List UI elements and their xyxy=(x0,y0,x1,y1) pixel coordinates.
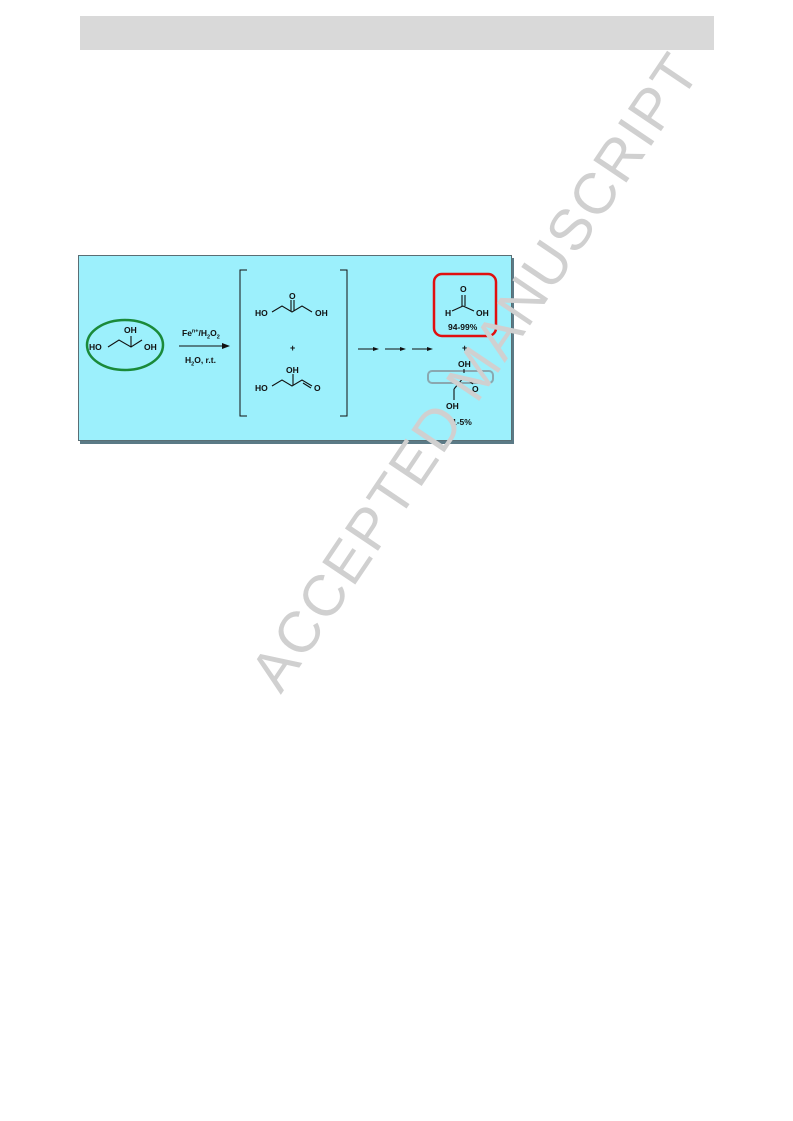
glyceraldehyde-oh: OH xyxy=(286,365,299,375)
reagent-arrow: Fen+/H2O2 H2O, r.t. xyxy=(179,328,230,368)
reagent-arrow-head xyxy=(222,343,230,349)
glycol-oh-top: OH xyxy=(458,359,471,369)
reagent-catalyst: Fen+/H2O2 xyxy=(182,328,220,341)
reaction-scheme-svg: HO OH OH Fen+/H2O2 H2O, r.t. O HO OH + xyxy=(85,269,498,427)
reagent-conditions: H2O, r.t. xyxy=(185,355,216,368)
formic-h: H xyxy=(445,308,451,318)
product-plus: + xyxy=(462,343,467,353)
formic-o: O xyxy=(460,284,467,294)
reaction-scheme: HO OH OH Fen+/H2O2 H2O, r.t. O HO OH + xyxy=(78,255,512,441)
multistep-arrows xyxy=(358,347,433,351)
glycerol-skeleton xyxy=(107,339,143,348)
glycerol-ho-left: HO xyxy=(89,342,102,352)
intermediate-glyceraldehyde: OH HO O xyxy=(255,365,321,393)
bracket-right xyxy=(340,269,348,417)
intermediate-plus: + xyxy=(290,343,295,353)
header-bar xyxy=(80,16,714,50)
dha-ho: HO xyxy=(255,308,268,318)
glycol-yield: 1-5% xyxy=(452,417,472,427)
glycol-chain-bond xyxy=(453,376,465,390)
glyceraldehyde-carbonyl xyxy=(302,382,312,389)
minor-bond-highlight-box xyxy=(427,370,494,384)
formic-yield: 94-99% xyxy=(448,322,478,332)
step-arrow-2-head xyxy=(400,347,406,351)
reactant-highlight-ellipse xyxy=(85,318,165,372)
formic-h-bond xyxy=(451,305,464,312)
bracket-left xyxy=(239,269,247,417)
glycol-o: O xyxy=(472,384,479,394)
product-formic-acid: O H OH 94-99% xyxy=(432,272,498,338)
glycol-oh-bottom: OH xyxy=(446,401,459,411)
formic-oh-bond xyxy=(462,305,475,312)
glyceraldehyde-ho: HO xyxy=(255,383,268,393)
formic-oh: OH xyxy=(476,308,489,318)
glyceraldehyde-skeleton xyxy=(271,379,313,387)
glycerol-oh-right: OH xyxy=(144,342,157,352)
glycol-carbonyl xyxy=(463,376,474,385)
step-arrow-3-head xyxy=(427,347,433,351)
reactant-glycerol: HO OH OH xyxy=(85,318,165,372)
dha-o: O xyxy=(289,291,296,301)
dha-skeleton xyxy=(271,305,313,313)
intermediate-dihydroxyacetone: O HO OH xyxy=(255,291,328,318)
step-arrow-1-head xyxy=(373,347,379,351)
glyceraldehyde-o: O xyxy=(314,383,321,393)
major-product-highlight-box xyxy=(432,272,498,338)
dha-oh: OH xyxy=(315,308,328,318)
product-glycolaldehyde: OH O OH 1-5% xyxy=(427,359,494,427)
glycerol-oh-top: OH xyxy=(124,325,137,335)
